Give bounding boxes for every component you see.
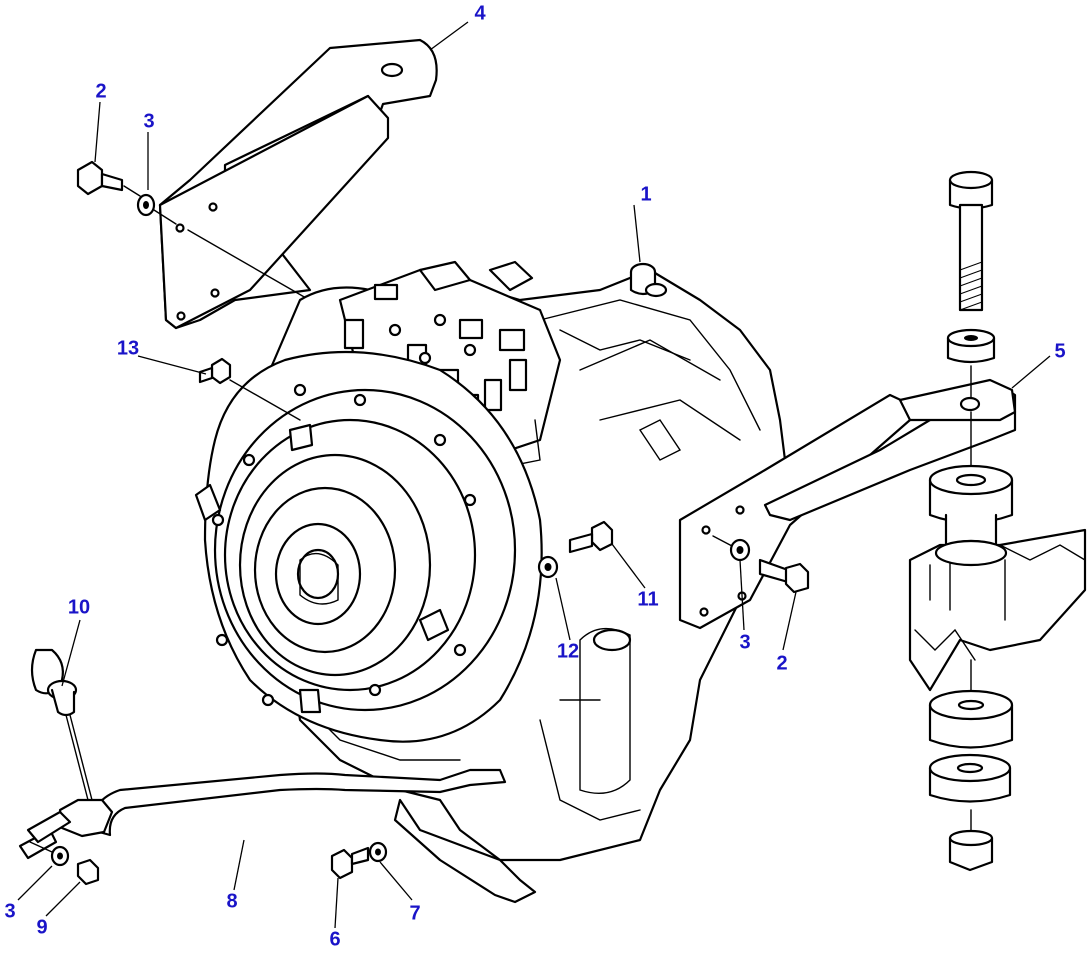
bolt-13 bbox=[198, 357, 301, 421]
callout-9: 9 bbox=[36, 916, 47, 938]
callout-10: 10 bbox=[68, 596, 90, 618]
bolt-lower-left bbox=[29, 841, 100, 886]
callout-6: 6 bbox=[329, 928, 340, 950]
bolt-right-bracket bbox=[712, 535, 810, 594]
callout-12: 12 bbox=[557, 640, 579, 662]
callout-13: 13 bbox=[117, 337, 139, 359]
callout-11: 11 bbox=[637, 588, 658, 610]
callout-3-right: 3 bbox=[739, 631, 750, 653]
callout-5: 5 bbox=[1054, 340, 1065, 362]
callout-2-right: 2 bbox=[776, 652, 787, 674]
top-fitting bbox=[629, 262, 668, 298]
callout-2-top-left: 2 bbox=[95, 80, 106, 102]
dipstick-tube bbox=[18, 768, 537, 904]
callout-7: 7 bbox=[409, 902, 420, 924]
callouts: 1 2 2 3 3 3 4 5 6 7 8 9 10 11 12 13 bbox=[4, 2, 1065, 950]
frame-section bbox=[908, 528, 1087, 692]
right-mounting-bracket bbox=[678, 378, 1017, 630]
callout-8: 8 bbox=[226, 890, 237, 912]
bolt-top-left bbox=[76, 160, 177, 225]
left-mounting-bracket bbox=[158, 38, 438, 330]
callout-4: 4 bbox=[474, 2, 486, 24]
leader-lines bbox=[17, 21, 1051, 929]
callout-3-top-left: 3 bbox=[143, 110, 154, 132]
callout-3-lower-left: 3 bbox=[4, 900, 15, 922]
mount-bolt-stack bbox=[928, 170, 1014, 561]
dipstick bbox=[30, 648, 93, 801]
control-valve-block bbox=[338, 260, 562, 471]
callout-1: 1 bbox=[640, 183, 651, 205]
bolt-6 bbox=[330, 841, 388, 880]
lower-mount-stack bbox=[928, 659, 1014, 872]
torque-converter bbox=[194, 350, 543, 743]
